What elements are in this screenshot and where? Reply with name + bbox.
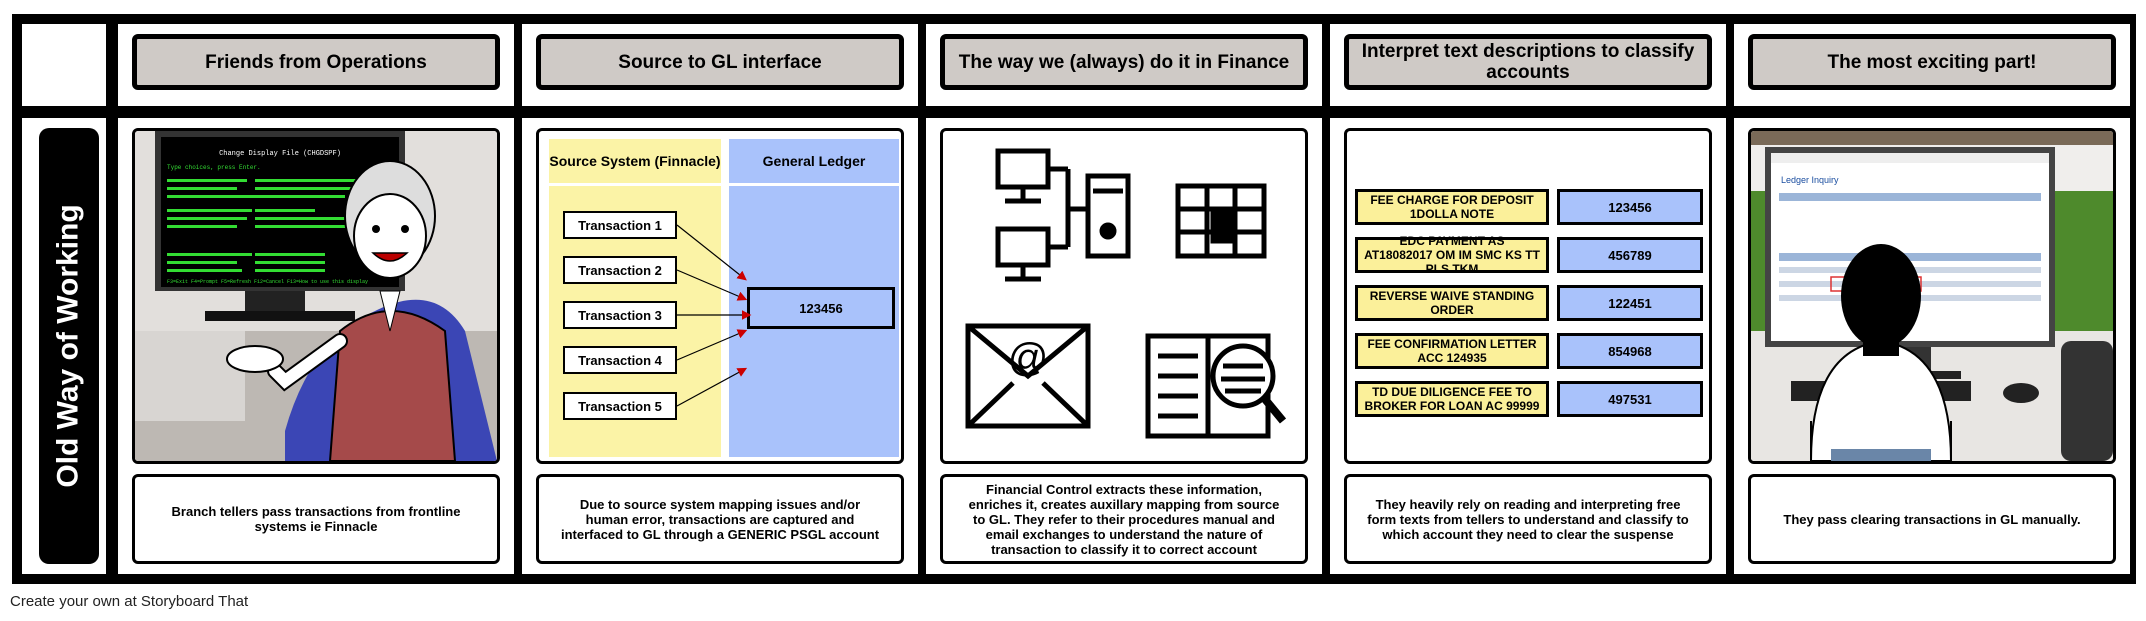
transaction-box: Transaction 3 [563,301,677,329]
account-number: 497531 [1557,381,1703,417]
header-cell-5: The most exciting part! [1734,24,2130,106]
manual-posting-illustration: Ledger Inquiry [1751,131,2113,461]
storyboard: Old Way of Working Friends from Operatio… [12,14,2136,584]
column-caption: Financial Control extracts these informa… [940,474,1308,564]
body-cell-3: @ Financial Control extracts these infor… [926,118,1322,574]
email-icon: @ [965,323,1091,429]
transaction-description: TD DUE DILIGENCE FEE TO BROKER FOR LOAN … [1355,381,1549,417]
transaction-description: FEE CHARGE FOR DEPOSIT 1DOLLA NOTE [1355,189,1549,225]
transaction-description: FEE CONFIRMATION LETTER ACC 124935 [1355,333,1549,369]
svg-text:@: @ [1008,336,1049,380]
body-cell-2: Source System (Finnacle) General Ledger … [522,118,918,574]
transaction-description: REVERSE WAIVE STANDING ORDER [1355,285,1549,321]
header-cell-4: Interpret text descriptions to classify … [1330,24,1726,106]
scene-finance: @ [940,128,1308,464]
column-4: Interpret text descriptions to classify … [1330,14,1726,584]
row-label-cell: Old Way of Working [22,118,106,574]
column-caption: They pass clearing transactions in GL ma… [1748,474,2116,564]
body-cell-1: Change Display File (CHGDSPF) Type choic… [118,118,514,574]
mapping-arrow [676,329,748,361]
column-caption: Branch tellers pass transactions from fr… [132,474,500,564]
terminal-line: Type choices, press Enter. [167,164,261,171]
scene-operations: Change Display File (CHGDSPF) Type choic… [132,128,500,464]
column-header: Friends from Operations [132,34,500,90]
row-label-pill: Old Way of Working [39,128,99,564]
mapping-arrow [676,224,747,281]
column-header: The way we (always) do it in Finance [940,34,1308,90]
account-number: 854968 [1557,333,1703,369]
body-cell-4: FEE CHARGE FOR DEPOSIT 1DOLLA NOTE 12345… [1330,118,1726,574]
column-5: The most exciting part! Ledger Inquiry [1734,14,2130,584]
column-header: Source to GL interface [536,34,904,90]
transaction-description: EDC PAYMENT AS AT18082017 OM IM SMC KS T… [1355,234,1549,276]
terminal-title: Change Display File (CHGDSPF) [219,150,341,158]
body-cell-5: Ledger Inquiry They pass [1734,118,2130,574]
scene-manual-posting: Ledger Inquiry [1748,128,2116,464]
transaction-box: Transaction 1 [563,211,677,239]
operations-illustration: Change Display File (CHGDSPF) Type choic… [135,131,497,461]
header-cell-2: Source to GL interface [522,24,918,106]
transaction-box: Transaction 2 [563,256,677,284]
mapping-arrows [676,224,752,407]
transaction-box: Transaction 5 [563,392,677,420]
transaction-box: Transaction 4 [563,346,677,374]
header-cell-3: The way we (always) do it in Finance [926,24,1322,106]
manual-search-icon [1145,333,1287,439]
account-number: 456789 [1557,237,1703,273]
source-system-title: Source System (Finnacle) [549,139,721,186]
account-number: 123456 [1557,189,1703,225]
storyboard-footer-link[interactable]: Create your own at Storyboard That [10,593,249,610]
column-1: Friends from Operations Change Display F… [118,14,514,584]
gl-account-box: 123456 [747,287,895,329]
account-number: 122451 [1557,285,1703,321]
corner-cell [22,24,106,106]
ledger-screen-title: Ledger Inquiry [1781,175,1839,185]
column-caption: Due to source system mapping issues and/… [536,474,904,564]
mapping-arrow [676,367,748,407]
column-header: Interpret text descriptions to classify … [1344,34,1712,90]
header-cell-1: Friends from Operations [118,24,514,106]
grid-file-icon [1175,183,1267,259]
finance-illustration: @ [965,148,1287,439]
scene-source-to-gl: Source System (Finnacle) General Ledger … [536,128,904,464]
column-header: The most exciting part! [1748,34,2116,90]
network-computers-icon [995,148,1131,282]
general-ledger-title: General Ledger [729,139,899,186]
column-caption: They heavily rely on reading and interpr… [1344,474,1712,564]
row-label: Old Way of Working [52,204,85,488]
scene-classification: FEE CHARGE FOR DEPOSIT 1DOLLA NOTE 12345… [1344,128,1712,464]
mapping-arrow [676,269,748,301]
column-3: The way we (always) do it in Finance [926,14,1322,584]
terminal-footer: F3=Exit F4=Prompt F5=Refresh F12=Cancel … [167,279,368,285]
column-2: Source to GL interface Source System (Fi… [522,14,918,584]
